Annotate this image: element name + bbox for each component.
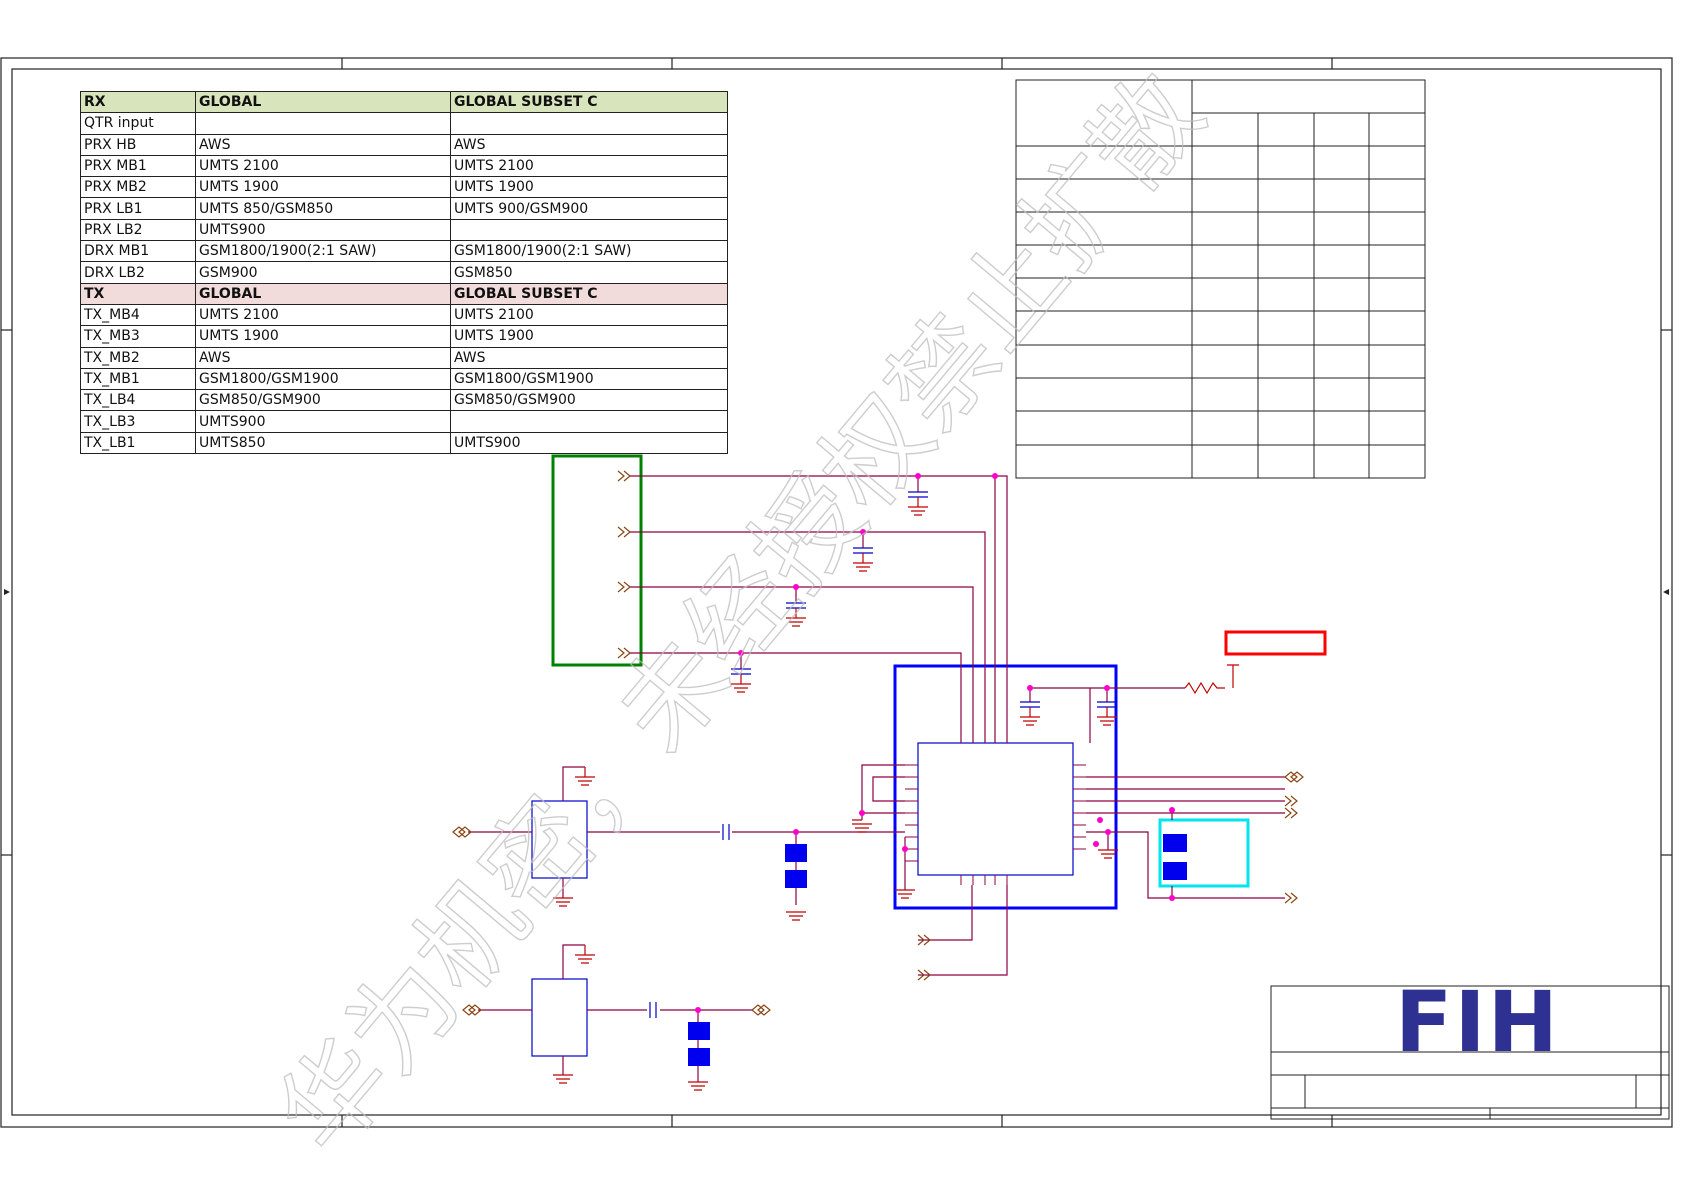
subset-c-cell: UMTS900 [450, 431, 728, 455]
fih-logo: FIH [1395, 973, 1560, 1071]
title-block [1270, 985, 1670, 1120]
path-cell: PRX LB2 [80, 218, 196, 242]
global-cell: AWS [195, 346, 451, 369]
global-cell: UMTS850 [195, 431, 451, 455]
global-cell: GSM850/GSM900 [195, 389, 451, 412]
balun-lower-parts [688, 1022, 710, 1066]
path-cell: TX_LB1 [80, 431, 196, 455]
global-cell: UMTS 1900 [195, 325, 451, 348]
subset-c-cell: AWS [450, 346, 728, 369]
output-port-arrows [917, 771, 1304, 981]
subset-c-cell: GSM850/GSM900 [450, 389, 728, 412]
subset-c-cell: GSM1800/GSM1900 [450, 367, 728, 391]
subset-c-cell: GSM850 [450, 261, 728, 284]
subset-c-cell: UMTS 2100 [450, 154, 728, 178]
global-cell: GSM1800/1900(2:1 SAW) [195, 240, 451, 263]
path-cell: PRX HB [80, 133, 196, 156]
path-cell: TX [80, 282, 196, 305]
path-cell: PRX LB1 [80, 197, 196, 220]
decoupling-network [1020, 664, 1239, 743]
path-cell: RX [80, 90, 196, 114]
subset-c-cell: GLOBAL SUBSET C [450, 90, 728, 114]
path-cell: TX_MB4 [80, 303, 196, 327]
global-cell: GSM1800/GSM1900 [195, 367, 451, 391]
subset-c-cell: GSM1800/1900(2:1 SAW) [450, 240, 728, 263]
global-cell: GLOBAL [195, 90, 451, 114]
chip-pins [905, 733, 1086, 885]
path-cell: TX_MB1 [80, 367, 196, 391]
path-cell: QTR input [80, 112, 196, 135]
path-cell: DRX LB2 [80, 261, 196, 284]
path-cell: PRX MB2 [80, 176, 196, 199]
transceiver-chip [917, 742, 1074, 876]
connector-block-highlight [551, 454, 643, 667]
table-row: QTR input [80, 112, 728, 135]
subset-c-cell [450, 112, 728, 135]
global-cell: AWS [195, 133, 451, 156]
path-cell: DRX MB1 [80, 240, 196, 263]
global-cell: GLOBAL [195, 282, 451, 305]
subset-c-cell [450, 410, 728, 433]
connector-port-arrows [617, 470, 631, 659]
subset-c-cell: UMTS 2100 [450, 303, 728, 327]
subset-c-cell: UMTS 1900 [450, 176, 728, 199]
global-cell: UMTS 2100 [195, 303, 451, 327]
subset-c-cell [450, 218, 728, 242]
global-cell [195, 112, 451, 135]
frame-center-arrows [4, 589, 1669, 595]
subset-c-cell: UMTS 1900 [450, 325, 728, 348]
sheet-frame [0, 57, 1673, 1128]
balun-upper [452, 766, 806, 921]
shunt-capacitors [731, 476, 928, 693]
subset-c-cell: UMTS 900/GSM900 [450, 197, 728, 220]
net-label-highlight [1224, 630, 1327, 656]
filter-highlight [1158, 818, 1250, 888]
path-cell: TX_MB2 [80, 346, 196, 369]
junction-dots [695, 473, 1175, 1013]
balun-lower [462, 944, 771, 1091]
filter-components [1163, 834, 1187, 880]
global-cell: UMTS900 [195, 410, 451, 433]
global-cell: UMTS 2100 [195, 154, 451, 178]
global-cell: UMTS 1900 [195, 176, 451, 199]
subset-c-cell: GLOBAL SUBSET C [450, 282, 728, 305]
global-cell: UMTS900 [195, 218, 451, 242]
path-cell: PRX MB1 [80, 154, 196, 178]
path-cell: TX_LB4 [80, 389, 196, 412]
revision-grid [1015, 79, 1426, 479]
global-cell: GSM900 [195, 261, 451, 284]
path-cell: TX_MB3 [80, 325, 196, 348]
balun-upper-parts [785, 844, 807, 888]
global-cell: UMTS 850/GSM850 [195, 197, 451, 220]
transceiver-chip-highlight [893, 664, 1118, 910]
subset-c-cell: AWS [450, 133, 728, 156]
path-cell: TX_LB3 [80, 410, 196, 433]
